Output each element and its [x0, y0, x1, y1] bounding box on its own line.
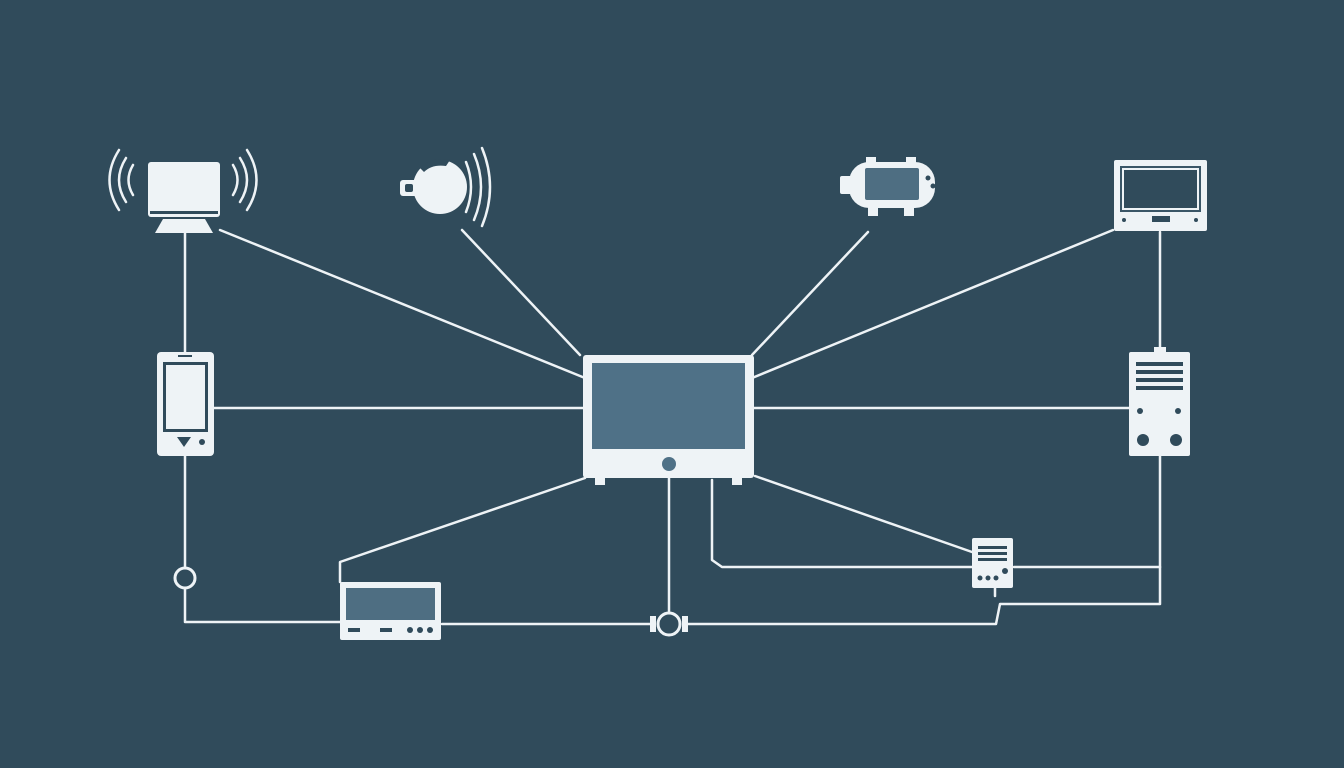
smart-speaker-device[interactable]: [400, 146, 492, 228]
link-connector-to-bus: [684, 454, 1162, 626]
link-speaker-to-hub: [460, 228, 582, 357]
connector-node-left[interactable]: [173, 566, 197, 590]
connection-lines: [183, 228, 1162, 626]
smartphone-device[interactable]: [157, 352, 214, 456]
router-box-icon: [340, 582, 441, 640]
wireless-monitor-device[interactable]: [108, 148, 258, 233]
hub-power-button[interactable]: [662, 457, 676, 471]
signal-waves-left-icon: [108, 148, 135, 212]
connector-cap-right: [682, 616, 688, 632]
projector-icon: [840, 157, 936, 216]
server-device[interactable]: [1129, 347, 1190, 456]
link-left-bus: [183, 586, 342, 624]
connector-node-icon: [173, 566, 197, 590]
link-wireless-monitor-to-hub: [218, 228, 587, 380]
connector-cap-left: [650, 616, 656, 632]
wireless-monitor-icon: [108, 148, 258, 233]
projector-device[interactable]: [840, 157, 936, 216]
router-device[interactable]: [340, 582, 441, 640]
link-router-to-hub: [338, 476, 587, 584]
link-tv-to-hub: [750, 228, 1115, 380]
server-icon: [1129, 347, 1190, 456]
control-panel-device[interactable]: [972, 538, 1013, 588]
link-projector-to-hub: [750, 230, 870, 357]
television-icon: [1114, 160, 1207, 231]
hub-monitor-screen: [592, 363, 745, 449]
connector-node-bottom[interactable]: [650, 611, 688, 637]
hub-foot-right: [732, 476, 742, 485]
television-device[interactable]: [1114, 160, 1207, 231]
control-panel-icon: [972, 538, 1013, 588]
signal-waves-right-icon: [231, 148, 258, 212]
hub-monitor[interactable]: [583, 355, 754, 485]
smart-speaker-icon: [400, 146, 492, 228]
hub-foot-left: [595, 476, 605, 485]
connector-node-icon: [656, 611, 682, 637]
link-hub-to-controller-loop: [710, 478, 974, 569]
smartphone-icon: [157, 352, 214, 456]
link-hub-to-controller: [753, 474, 974, 554]
